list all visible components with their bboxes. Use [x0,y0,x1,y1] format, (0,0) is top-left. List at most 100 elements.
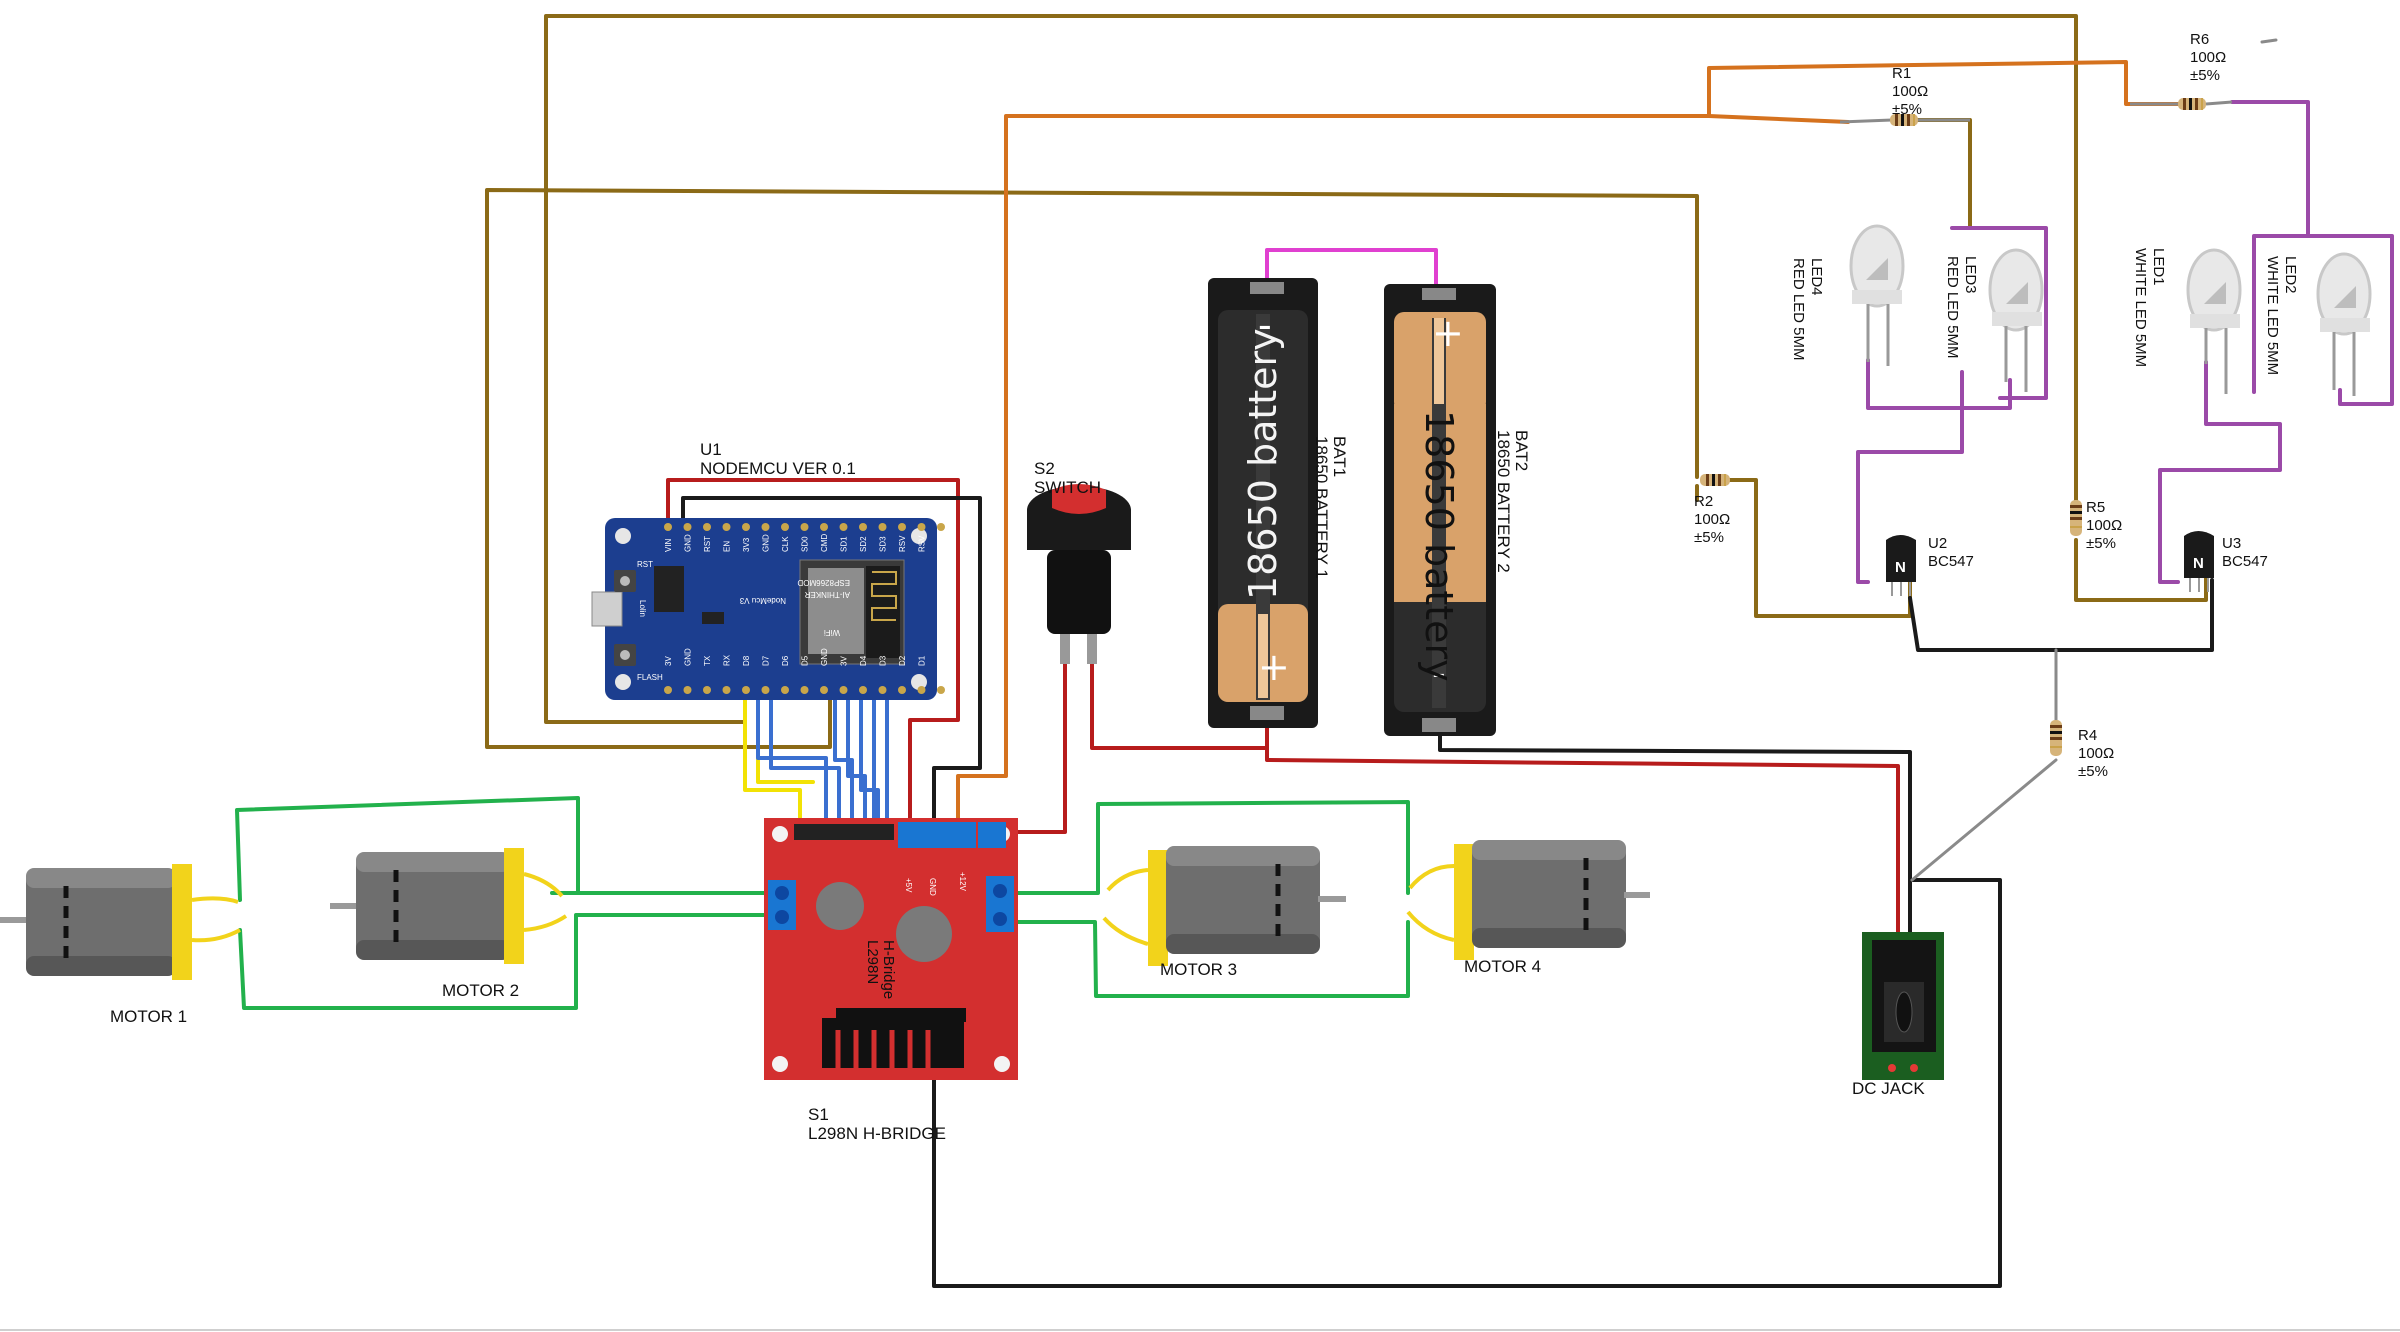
bat1-cell-text: 18650 battery [1241,328,1285,600]
bat1-minus: - [1258,303,1272,347]
nodemcu-bottom-pin-label: D7 [762,655,771,666]
l298-pin-12v: +12V [958,872,967,892]
nodemcu-bottom-pin-hole [820,686,828,694]
wire-blue-1 [756,688,828,834]
nodemcu-bottom-pin-label: RX [723,654,732,666]
nodemcu-top-pin-label: RSV [918,535,927,552]
wire-brown-second-loop [485,188,1699,749]
l298-board-line1: L298N [864,940,881,984]
r1-tol: ±5% [1892,101,1922,118]
nodemcu-bottom-pin-hole [683,686,692,694]
bat1-name: 18650 BATTERY 1 [1312,436,1331,579]
nodemcu-top-pin-hole [722,523,731,531]
wifi-logo: WiFi [824,628,840,637]
led3-ref: LED3 [1962,256,1979,294]
motor-3 [1102,846,1346,966]
r4-tol: ±5% [2078,763,2108,780]
led3-name: RED LED 5MM [1944,256,1961,359]
s1-ref: S1 [808,1105,829,1124]
flash-button-label: FLASH [637,673,663,682]
nodemcu-bottom-pin-label: D6 [781,655,790,666]
nodemcu-bottom-pin-label: D4 [859,655,868,666]
nodemcu-bottom-pin-hole [878,686,887,694]
nodemcu-top-pin-hole [781,523,789,531]
wire-brown-r5 [2074,538,2208,602]
led1-ref: LED1 [2150,248,2167,286]
transistor-u2: N [1886,535,1916,596]
nodemcu-top-pin-hole [664,523,672,531]
bat2-ref: BAT2 [1512,430,1531,471]
nodemcu-bottom-pin-label: GND [684,648,693,666]
r4-ref: R4 [2078,727,2097,744]
wire-red-switch-l298 [970,662,1067,834]
resistor-r2 [1700,474,1730,486]
bat2-name: 18650 BATTERY 2 [1494,430,1513,573]
nodemcu-top-pin-label: SD1 [840,536,849,552]
wire-brown-r1-led3 [1890,118,1972,230]
nodemcu-bottom-pin-label: GND [820,648,829,666]
bat1-plus: + [1258,645,1290,689]
r5-value: 100Ω [2086,517,2122,534]
nodemcu-bottom-pin-label: TX [703,655,712,666]
nodemcu-top-pin-hole [683,523,692,531]
led2-ref: LED2 [2282,256,2299,294]
nodemcu-bottom-pin-hole [781,686,789,694]
l298-pin-gnd: GND [928,878,937,896]
nodemcu-top-pin-hole [800,523,809,531]
s2-name: SWITCH [1034,478,1101,497]
wire-blue-5 [859,688,880,834]
nodemcu-top-pin-label: SD3 [879,536,888,552]
motor1-label: MOTOR 1 [110,1007,187,1026]
nodemcu-bottom-pin-hole [761,686,770,694]
nodemcu-top-pin-label: GND [684,534,693,552]
nodemcu-bottom-pin-hole [839,686,848,694]
battery-1: + - 18650 battery [1208,278,1318,728]
module-model: ESP8266MOD [797,578,850,587]
wire-blue-3 [833,688,854,834]
dc-jack [1862,932,1944,1080]
nodemcu-bottom-pin-hole [722,686,731,694]
bat2-cell-text: 18650 battery [1417,410,1461,682]
resistor-r4 [2050,720,2062,756]
nodemcu-top-pin-label: CLK [781,536,790,552]
nodemcu-bottom-pin-label: 3V [664,656,673,666]
r5-tol: ±5% [2086,535,2116,552]
nodemcu-top-pin-hole [820,523,828,531]
motor3-label: MOTOR 3 [1160,960,1237,979]
wire-blue-4 [846,688,867,834]
led-4 [1849,224,1905,366]
r6-tol: ±5% [2190,67,2220,84]
nodemcu-bottom-pin-hole [859,686,867,694]
nodemcu-bottom-pin-label: D2 [898,655,907,666]
nodemcu-bottom-pin-label: D5 [801,655,810,666]
nodemcu-top-pin-label: RSV [898,535,907,552]
dcjack-label: DC JACK [1852,1079,1925,1098]
led-3 [1988,248,2044,392]
wire-gray-stub [2260,38,2278,44]
board-brand: Lolin [638,600,647,617]
u2-mark: N [1895,559,1906,576]
s2-ref: S2 [1034,459,1055,478]
nodemcu-board: RST FLASH Lolin NodeMcu V3 WiFi ESP8266M… [591,518,946,700]
nodemcu-top-pin-hole [917,523,926,531]
nodemcu-bottom-pin-hole [898,686,906,694]
nodemcu-bottom-pin-label: 3V [840,656,849,666]
nodemcu-bottom-pin-hole [742,686,750,694]
motor-4 [1406,840,1650,960]
nodemcu-top-pin-label: CMD [820,534,829,552]
push-switch[interactable] [1027,484,1131,664]
wire-orange-r1 [956,114,1850,834]
board-title: NodeMcu V3 [739,596,786,605]
wire-green-m1-bottom [238,913,778,1010]
wires [235,14,2394,1288]
nodemcu-top-pin-label: SD2 [859,536,868,552]
nodemcu-top-pin-hole [742,523,750,531]
motor4-label: MOTOR 4 [1464,957,1541,976]
module-vendor: AI-THINKER [804,590,850,599]
wire-orange-r6 [1707,60,2180,118]
nodemcu-top-pin-label: 3V3 [742,537,751,552]
l298-pin-5v: +5V [904,878,913,893]
u1-name: NODEMCU VER 0.1 [700,459,856,478]
